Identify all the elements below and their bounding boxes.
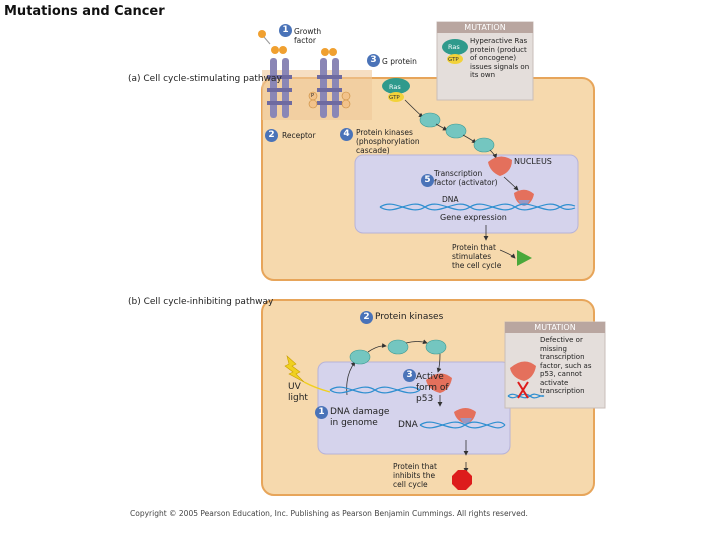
factor-move-arrow [503,176,519,191]
growth-factor-molecules [258,30,337,56]
step-2-a-badge: 2 [265,129,278,142]
stop-octagon [452,470,472,490]
receptor-pair-right [308,58,351,118]
product-arrow-a [499,249,516,259]
gtp-cell [388,92,404,102]
step-5-a-badge: 5 [421,174,434,187]
ras-protein-cell [382,78,410,94]
mutation-text-b: Defective or missing transcription facto… [540,336,592,395]
gene-expression-label: Gene expression [440,213,507,222]
phosphate-label: P [311,93,315,99]
dna-helix-a [379,203,576,211]
g-protein-label: G protein [382,57,417,66]
kinase-b-arrow-2 [405,339,428,345]
panel-b-heading: (b) Cell cycle-inhibiting pathway [128,297,274,307]
ras-label-mutation: Ras [448,43,460,51]
inhibiting-protein-label: Protein that inhibits the cell cycle [393,462,437,489]
nucleus-label: NUCLEUS [514,157,552,166]
factor-on-dna-a [514,189,534,206]
protein-kinases-b-label: Protein kinases [375,312,444,322]
kinase-b2 [387,339,409,355]
stimulating-protein-label: Protein that stimulates the cell cycle [452,243,502,270]
growth-factor-label: Growth factor [294,27,322,45]
uv-ray [303,381,331,393]
kinase-b1 [349,349,371,365]
protein-kinases-label: Protein kinases (phosphorylation cascade… [356,128,420,155]
dna-label-a: DNA [442,195,459,204]
panel-a-heading: (a) Cell cycle-stimulating pathway [128,74,282,84]
mutation-text-a: Hyperactive Ras protein (product of onco… [470,37,530,79]
gtp-label-mutation: GTP [448,57,459,63]
step-1-b-badge: 1 [315,406,328,419]
step-2-b-badge: 2 [360,311,373,324]
stimulating-protein-triangle [517,250,532,266]
ras-protein-mutation [442,39,468,55]
step-4-a-badge: 4 [340,128,353,141]
gtp-mutation [447,54,463,64]
transcription-factor-a [488,156,512,176]
mutation-header-a: MUTATION [437,22,533,33]
gtp-label-cell: GTP [389,95,400,101]
uv-light-label: UV light [288,382,308,403]
dna-label-b: DNA [398,420,418,430]
copyright-notice: Copyright © 2005 Pearson Education, Inc.… [130,509,528,518]
dna-damage-label: DNA damage in genome [330,407,390,428]
kinase-b-arrow-3 [436,353,442,373]
block-x-icon [517,381,529,399]
step-1-a-badge: 1 [279,24,292,37]
transcription-factor-label: Transcription factor (activator) [434,169,498,187]
step-3-b-badge: 3 [403,369,416,382]
defective-dna-2 [507,393,545,399]
nucleus-a [354,154,579,234]
ras-label-cell: Ras [389,83,401,91]
kinase-3 [473,137,495,153]
p53-active [426,373,452,393]
defective-p53 [510,361,536,381]
kinase-2 [445,123,467,139]
mutation-header-b: MUTATION [505,322,605,333]
active-p53-label: Active form of p53 [416,372,449,404]
step-3-a-badge: 3 [367,54,380,67]
kinase-b-arrow-1 [367,343,387,353]
slide-title: Mutations and Cancer [4,4,165,19]
receptor-pair-left [267,58,292,118]
dna-helix-b [329,386,506,429]
kinase-b3 [425,339,447,355]
kinase-1 [419,112,441,128]
receptor-label: Receptor [282,131,316,140]
